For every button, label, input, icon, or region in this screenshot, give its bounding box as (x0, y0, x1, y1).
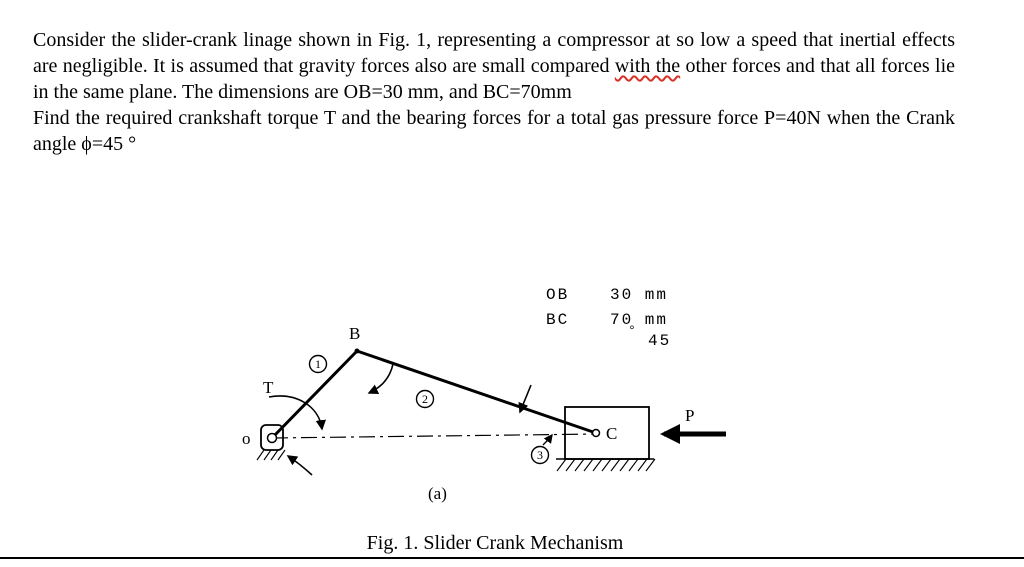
centerline (271, 433, 599, 439)
joint-c (591, 428, 601, 438)
para1-text-b: other forces and that all forces lie in … (33, 55, 955, 103)
link-3-circle (530, 445, 550, 465)
link-2-marker: 2 (415, 389, 435, 409)
dim-bc-label: BC (546, 311, 569, 329)
link-2-number: 2 (422, 392, 428, 406)
ground-hatching (556, 458, 656, 472)
angle-degree-symbol: ° (628, 323, 636, 338)
force-p-label: P (685, 406, 694, 425)
slider-crank-figure: OB 30 mm BC 70 mm ° 45 P o B (242, 286, 726, 503)
bottom-divider (0, 557, 1024, 559)
problem-statement: Consider the slider-crank linage shown i… (33, 27, 955, 157)
link3-leader-arrow (542, 433, 553, 446)
para1-text-a: Consider the slider-crank linage shown i… (33, 29, 955, 77)
para1-spellcheck-word: with the (614, 55, 681, 77)
paragraph-2: Find the required crankshaft torque T an… (33, 107, 955, 155)
point-b-label: B (349, 324, 360, 343)
joint-b (354, 348, 360, 354)
connecting-rod-bc (356, 349, 597, 435)
pivot-bracket-o (260, 424, 284, 451)
angle-value: 45 (648, 332, 671, 350)
subfigure-label: (a) (428, 484, 447, 503)
dim-bc-value: 70 mm (610, 311, 668, 329)
pivot-hatching (256, 449, 286, 461)
link-3-number: 3 (537, 448, 543, 462)
dim-ob-label: OB (546, 286, 569, 304)
link-1-number: 1 (315, 357, 321, 371)
figure-caption: Fig. 1. Slider Crank Mechanism (366, 532, 624, 554)
point-o-label: o (242, 429, 251, 448)
torque-arrow (268, 395, 327, 431)
dim-ob-value: 30 mm (610, 286, 668, 304)
crank-link-ob (270, 349, 359, 440)
point-c-label: C (606, 424, 617, 443)
bearing-force-arrow (286, 455, 313, 476)
link-1-marker: 1 (308, 354, 328, 374)
link-1-circle (308, 354, 328, 374)
paragraph-1: Consider the slider-crank linage shown i… (33, 27, 955, 105)
torque-t-label: T (263, 378, 274, 397)
link-3-marker: 3 (530, 445, 550, 465)
joint-o (266, 432, 278, 444)
link-2-circle (415, 389, 435, 409)
rod-force-arrow (518, 384, 532, 414)
link2-rotation-arrow (367, 363, 394, 395)
